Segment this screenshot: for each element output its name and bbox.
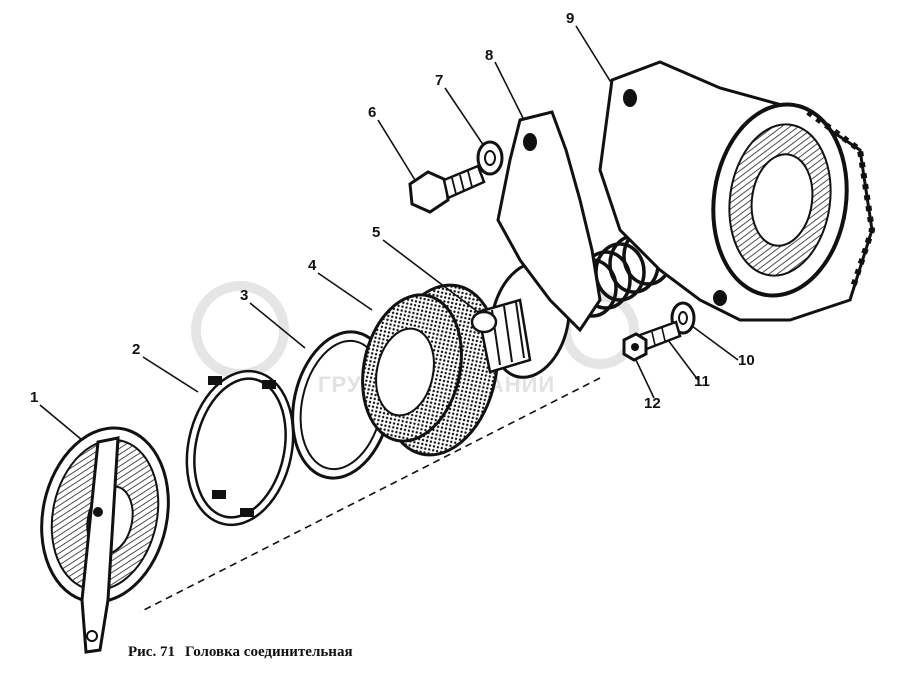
callout-labels: 1 2 3 4 5 6 7 8 9 10 11 12 xyxy=(30,10,755,412)
callout-9: 9 xyxy=(566,10,574,27)
part-4-knurled-nut xyxy=(361,283,500,457)
part-1-cover xyxy=(40,426,170,654)
callout-8: 8 xyxy=(485,47,493,64)
part-8-bracket xyxy=(496,110,602,333)
part-7-washer xyxy=(476,140,504,176)
callout-10: 10 xyxy=(738,352,755,369)
callout-5: 5 xyxy=(372,224,380,241)
figure-caption: Рис. 71 Головка соединительная xyxy=(128,644,363,661)
callout-2: 2 xyxy=(132,341,140,358)
assembly-axis-line xyxy=(139,377,601,613)
callout-4: 4 xyxy=(308,257,317,274)
callout-1: 1 xyxy=(30,389,38,406)
callout-7: 7 xyxy=(435,72,443,89)
part-6-bolt xyxy=(408,164,486,214)
callout-3: 3 xyxy=(240,287,248,304)
part-2-retaining-ring xyxy=(185,369,295,527)
part-12-nut xyxy=(622,332,648,362)
figure-number: Рис. 71 xyxy=(128,644,175,660)
leader-lines xyxy=(39,25,739,441)
figure-title: Головка соединительная xyxy=(184,644,353,660)
part-9-housing xyxy=(598,60,876,322)
callout-12: 12 xyxy=(644,395,661,412)
callout-6: 6 xyxy=(368,104,376,121)
callout-11: 11 xyxy=(694,373,710,390)
